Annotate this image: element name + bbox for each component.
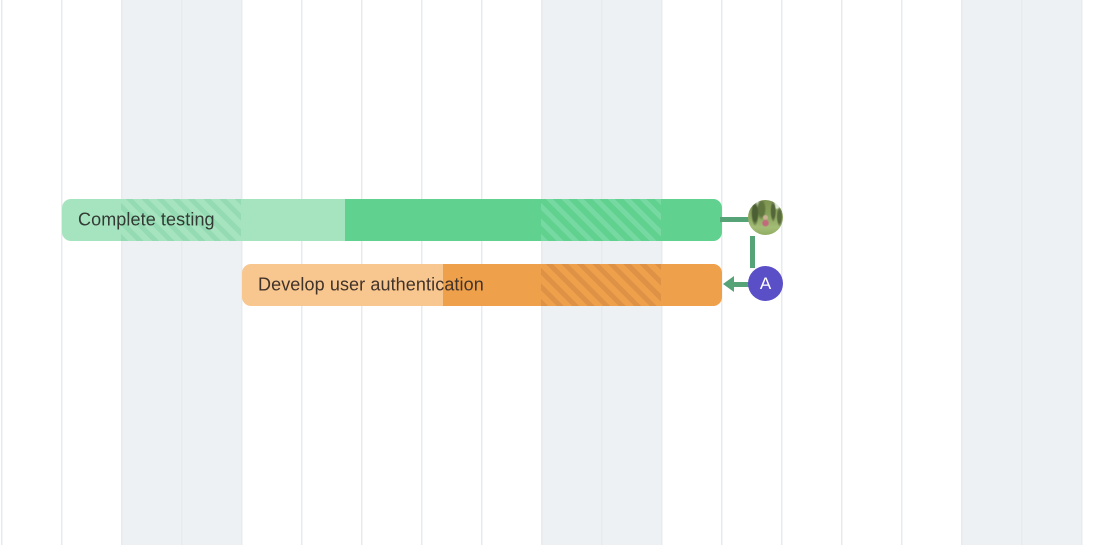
task-label: Complete testing	[78, 209, 215, 230]
arrow-left-icon	[723, 276, 734, 292]
avatar-initial-letter: A	[759, 273, 772, 293]
dependency-connector-segment	[720, 217, 750, 222]
dependency-connector-segment	[750, 236, 755, 268]
task-label: Develop user authentication	[258, 274, 484, 295]
weekend-hatch-overlay	[541, 264, 661, 306]
weekend-hatch-overlay	[541, 199, 661, 241]
assignee-avatar-initial[interactable]: A	[748, 266, 783, 301]
weekend-hatch-overlay	[121, 199, 241, 241]
assignee-avatar-photo[interactable]	[748, 200, 783, 235]
dependency-connector-segment	[732, 282, 749, 287]
task-bar-develop-user-authentication[interactable]: Develop user authentication	[242, 264, 722, 306]
bar-progress-segment	[345, 199, 722, 241]
task-bar-complete-testing[interactable]: Complete testing	[62, 199, 722, 241]
